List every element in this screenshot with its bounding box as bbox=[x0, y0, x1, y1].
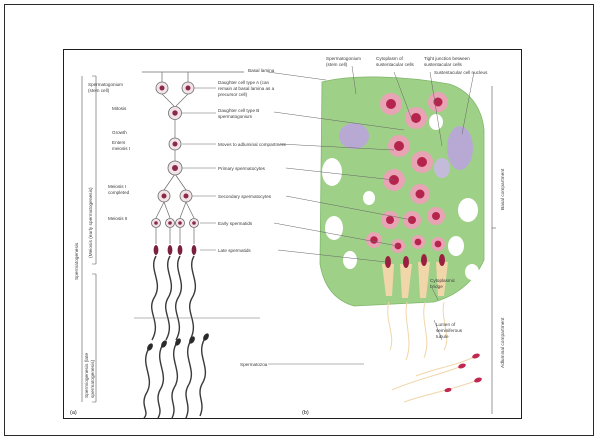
daughter-b-label-1: Daughter cell type B bbox=[218, 108, 259, 113]
early-spermatids-label: Early spermatids bbox=[218, 221, 253, 226]
sperm-tails bbox=[144, 256, 205, 418]
meiosis-i-label-1: Meiosis I bbox=[108, 184, 126, 189]
slide: Spermatogonium (stem cell) Mitosis Growt… bbox=[4, 4, 594, 436]
diagram-svg: Spermatogonium (stem cell) Mitosis Growt… bbox=[64, 50, 522, 419]
enters-meiosis-label-1: Enters bbox=[112, 140, 126, 145]
lumen-label-1: Lumen of bbox=[436, 322, 456, 327]
daughter-a-label-1: Daughter cell type A (can bbox=[218, 80, 270, 85]
sustentacular-nucleus-label: Sustentacular cell nucleus bbox=[434, 70, 488, 75]
spermatogenesis-vertical-label: Spermatogenesis bbox=[74, 242, 80, 280]
late-spermatids-label: Late spermatids bbox=[218, 248, 251, 253]
daughter-b-label-2: spermatogonium bbox=[218, 114, 252, 119]
tissue-illustration bbox=[320, 77, 484, 402]
spermiogenesis-vertical-label-2: spermatogenesis) bbox=[90, 359, 96, 398]
daughter-a-label-2: remain at basal lamina as a bbox=[218, 86, 275, 91]
daughter-a-label-3: precursor cell) bbox=[218, 92, 248, 97]
tight-junction-label-2: sustentacular cells bbox=[424, 62, 462, 67]
cytoplasm-label-2: sustentacular cells bbox=[376, 62, 414, 67]
spermatogonium-left-label-1: Spermatogonium bbox=[88, 82, 123, 87]
panel-a-label: (a) bbox=[70, 410, 77, 416]
cytoplasm-label-1: Cytoplasm of bbox=[376, 56, 404, 61]
basal-compartment-label: Basal compartment bbox=[500, 168, 506, 210]
spermiogenesis-vertical-label-1: Spermiogenesis (late bbox=[84, 353, 90, 398]
spermatogonium-right-label-2: (stem cell) bbox=[326, 62, 348, 67]
panel-b-label: (b) bbox=[302, 410, 309, 416]
cell-lineage bbox=[142, 72, 244, 244]
lineage-cells bbox=[152, 82, 199, 255]
lumen-label-3: tubule bbox=[436, 334, 449, 339]
spermatogenesis-figure: Spermatogonium (stem cell) Mitosis Growt… bbox=[63, 49, 522, 419]
enters-meiosis-label-2: meiosis I bbox=[112, 146, 130, 151]
spermatogonium-left-label-2: (stem cell) bbox=[88, 88, 110, 93]
basal-lamina-label: Basal lamina bbox=[248, 68, 275, 73]
spermatozoa-label: Spermatozoa bbox=[240, 362, 268, 367]
meiosis-i-label-2: completed bbox=[108, 190, 130, 195]
mitosis-label: Mitosis bbox=[112, 106, 127, 111]
cytoplasmic-bridge-label-2: bridge bbox=[430, 284, 443, 289]
meiosis-ii-label: Meiosis II bbox=[108, 216, 127, 221]
primary-spermatocytes-label: Primary spermatocytes bbox=[218, 166, 266, 171]
secondary-spermatocytes-label: Secondary spermatocytes bbox=[218, 194, 272, 199]
tight-junction-label-1: Tight junction between bbox=[424, 56, 470, 61]
adluminal-compartment-label: Adluminal compartment bbox=[500, 317, 506, 368]
meiosis-vertical-label: (Meiosis (early spermatogenesis) bbox=[88, 187, 94, 258]
cytoplasmic-bridge-label-1: Cytoplasmic bbox=[430, 278, 456, 283]
moves-adluminal-label: Moves to adluminal compartment bbox=[218, 142, 286, 147]
spermatogonium-right-label-1: Spermatogonium bbox=[326, 56, 361, 61]
lumen-label-2: seminiferous bbox=[436, 328, 463, 333]
growth-label: Growth bbox=[112, 130, 127, 135]
